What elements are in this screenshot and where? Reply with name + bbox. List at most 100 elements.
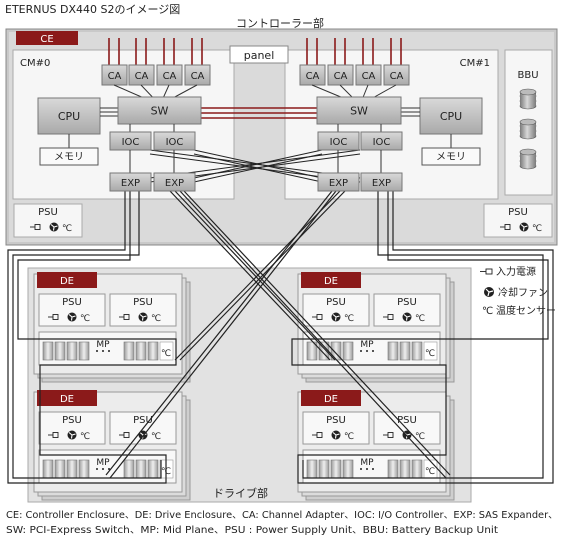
de-psu-label: PSU	[62, 415, 82, 426]
sas-cable-cross	[183, 190, 451, 476]
cpu-box-cm0	[37, 97, 101, 135]
midplane-label: MP	[360, 458, 374, 468]
fan-icon	[331, 430, 341, 440]
temp-icon: ℃	[80, 432, 90, 442]
disk-drive	[42, 341, 54, 361]
ce-psu-right	[483, 203, 553, 238]
sas-cable-cm1-right	[291, 191, 554, 484]
ca-box-cm0-label: CA	[135, 71, 149, 82]
ioc-exp-link	[193, 149, 323, 179]
disk-drive	[147, 341, 159, 361]
sw-box-cm1	[316, 96, 402, 125]
sw-box-cm1-label: SW	[350, 105, 368, 118]
fan-icon	[67, 312, 77, 322]
power-icon	[119, 432, 130, 438]
ce-psu-left	[13, 203, 83, 238]
battery-icon	[519, 148, 537, 170]
ca-box-cm1-label: CA	[362, 71, 376, 82]
disk-drive	[135, 459, 147, 479]
disk-drive	[399, 459, 411, 479]
fan-icon	[331, 312, 341, 322]
controller-section-label: コントローラー部	[236, 16, 324, 30]
exp-box-cm1	[360, 172, 403, 192]
temp-icon: ℃	[344, 314, 354, 324]
sw-box-cm0	[117, 96, 202, 125]
power-icon	[312, 432, 323, 438]
midplane-label: MP	[360, 340, 374, 350]
sas-cable-cross	[174, 190, 341, 361]
panel-label: panel	[244, 49, 275, 62]
ca-box-cm0-label: CA	[163, 71, 177, 82]
temp-icon: ℃	[415, 432, 425, 442]
exp-box-cm0-label: EXP	[165, 178, 184, 189]
disk-drive	[330, 459, 342, 479]
de-psu-label: PSU	[397, 297, 417, 308]
disk-drive	[387, 341, 399, 361]
legend: 入力電源 冷却ファン ℃ 温度センサー	[480, 265, 556, 317]
ce-tag-label: CE	[40, 34, 53, 45]
temp-icon: ℃	[151, 314, 161, 324]
disk-drive	[411, 341, 423, 361]
memory-box-cm0	[39, 147, 99, 166]
exp-box-cm1-label: EXP	[372, 178, 391, 189]
sas-cables	[7, 190, 554, 484]
ca-box-cm1-label: CA	[306, 71, 320, 82]
disk-drive	[342, 341, 354, 361]
disk-drive	[135, 341, 147, 361]
memory-label-cm0: メモリ	[54, 152, 84, 163]
power-icon	[119, 314, 130, 320]
cm0-label: CM#0	[20, 58, 50, 69]
disk-drive	[387, 459, 399, 479]
ca-box-cm1	[355, 64, 382, 86]
disk-drive	[123, 341, 135, 361]
disk-drive	[42, 459, 54, 479]
temp-icon: ℃	[425, 349, 435, 359]
memory-label-cm1: メモリ	[436, 152, 466, 163]
panel-box	[229, 45, 289, 64]
sas-cable-cm1-b	[302, 191, 544, 479]
sas-cable-cross	[109, 190, 337, 479]
sas-cable-cm0-b	[12, 191, 162, 479]
cpu-box-cm0-label: CPU	[58, 110, 80, 123]
bbu-module	[504, 49, 553, 196]
legend-temp-symbol: ℃	[482, 306, 493, 317]
ioc-box-cm0-label: IOC	[122, 137, 140, 148]
temp-icon: ℃	[62, 224, 72, 234]
temp-icon: ℃	[532, 224, 542, 234]
disk-drive	[78, 459, 90, 479]
fan-icon	[138, 312, 148, 322]
de-tag-label: DE	[324, 276, 338, 287]
disk-drive	[78, 341, 90, 361]
ce-psu-right-label: PSU	[508, 207, 528, 218]
de-tag	[301, 272, 361, 288]
sas-cable-cross	[169, 190, 331, 361]
footnote-line-1: CE: Controller Enclosure、DE: Drive Enclo…	[6, 510, 558, 521]
temp-icon: ℃	[415, 314, 425, 324]
ca-box-cm0-label: CA	[108, 71, 122, 82]
disk-drive	[66, 459, 78, 479]
fan-icon	[49, 222, 59, 232]
drive-section-label: ドライブ部	[213, 486, 268, 500]
exp-box-cm0-label: EXP	[121, 178, 140, 189]
drive-enclosures: DEPSU℃PSU℃MP℃DEPSU℃PSU℃MP℃DEPSU℃PSU℃MP℃D…	[33, 272, 455, 501]
legend-power-label: 入力電源	[496, 265, 536, 278]
de-tag	[37, 272, 97, 288]
ioc-box-cm1-label: IOC	[373, 137, 391, 148]
temp-icon: ℃	[425, 467, 435, 477]
power-icon	[312, 314, 323, 320]
memory-box-cm1	[421, 147, 481, 166]
temp-icon: ℃	[161, 349, 171, 359]
power-icon	[48, 314, 59, 320]
sw-box-cm0-label: SW	[151, 105, 169, 118]
midplane-label: MP	[96, 340, 110, 350]
disk-drive	[342, 459, 354, 479]
ioc-exp-link	[193, 153, 323, 183]
bbu-label: BBU	[517, 70, 538, 81]
exp-box-cm0	[153, 172, 196, 192]
disk-drive	[306, 459, 318, 479]
fan-icon	[67, 430, 77, 440]
